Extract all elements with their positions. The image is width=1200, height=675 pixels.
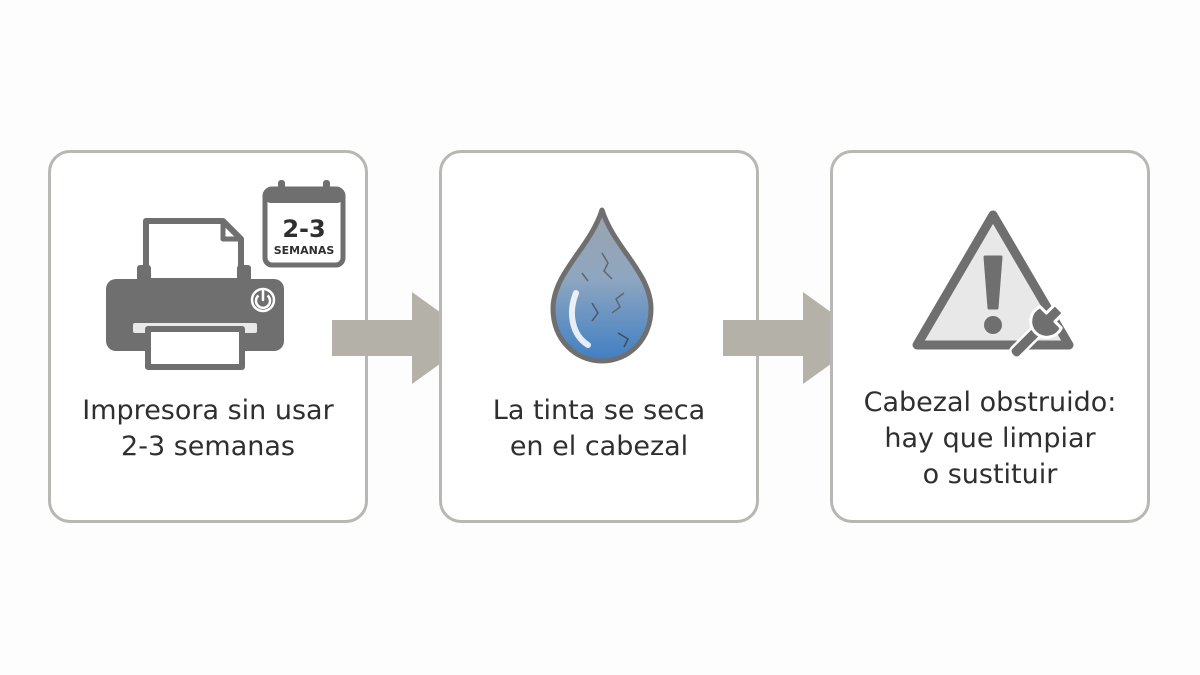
step-text-line: hay que limpiar (884, 423, 1096, 454)
step-text-line: o sustituir (922, 459, 1058, 490)
step-card-unused-printer: 2-3 SEMANAS Impresora sin usar 2-3 seman… (48, 150, 368, 523)
step-text-line: Impresora sin usar (82, 395, 334, 426)
calendar-badge-unit: SEMANAS (274, 244, 335, 257)
ink-drop-icon (550, 207, 654, 364)
step-text: Cabezal obstruido: hay que limpiar o sus… (839, 385, 1141, 493)
calendar-badge-number: 2-3 (282, 215, 325, 243)
printer-icon (106, 218, 284, 370)
step-text-line: Cabezal obstruido: (863, 387, 1117, 418)
step-card-clogged-head: Cabezal obstruido: hay que limpiar o sus… (830, 150, 1150, 523)
step-text-line: La tinta se seca (492, 395, 706, 426)
wrench-icon (1009, 303, 1065, 359)
step-text: Impresora sin usar 2-3 semanas (57, 393, 359, 465)
step-card-ink-dries: La tinta se seca en el cabezal (439, 150, 759, 523)
step-text-line: 2-3 semanas (121, 431, 295, 462)
warning-icon (912, 210, 1074, 350)
step-text: La tinta se seca en el cabezal (448, 393, 750, 465)
calendar-icon: 2-3 SEMANAS (262, 180, 346, 268)
step-text-line: en el cabezal (509, 431, 689, 462)
